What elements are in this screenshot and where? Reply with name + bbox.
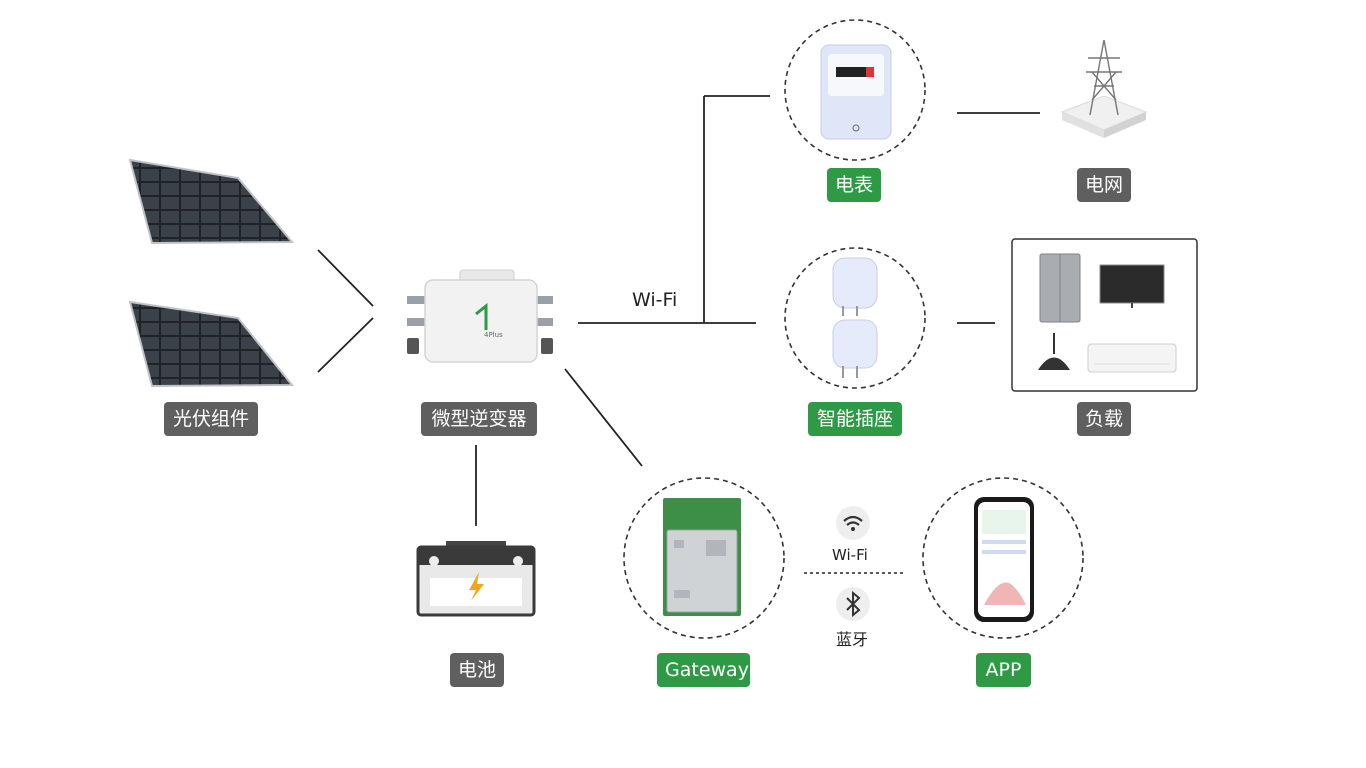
- node-label-micro-inverter: 微型逆变器: [421, 402, 537, 436]
- smartphone-icon: [974, 497, 1034, 622]
- smart-plug-icon: [832, 257, 878, 378]
- node-label-grid: 电网: [1077, 168, 1131, 202]
- smart-plug-circle: [784, 247, 926, 389]
- micro-inverter-icon: 4Plus: [407, 269, 553, 363]
- link-label-gateway-wifi: Wi-Fi: [832, 546, 868, 564]
- connector-lines: [317, 95, 1040, 574]
- node-label-app: APP: [976, 653, 1031, 687]
- air-conditioner-icon: [1087, 343, 1177, 373]
- power-tower-icon: [1060, 39, 1148, 138]
- gateway-module-icon: [663, 498, 741, 616]
- node-label-pv-modules: 光伏组件: [164, 402, 258, 436]
- node-label-gateway: Gateway: [657, 653, 750, 687]
- meter-circle: [784, 19, 926, 161]
- app-circle: [922, 477, 1084, 639]
- electric-meter-icon: [820, 44, 892, 140]
- wifi-icon: [836, 506, 870, 540]
- gateway-circle: [623, 477, 785, 639]
- solar-panel-icon: [128, 300, 295, 388]
- lamp-icon: [1038, 333, 1070, 370]
- node-label-meter: 电表: [827, 168, 881, 202]
- solar-panel-icon: [128, 158, 295, 245]
- inverter-logo-text: 4Plus: [484, 331, 503, 339]
- node-label-smart-plug: 智能插座: [808, 402, 902, 436]
- node-label-battery: 电池: [450, 653, 504, 687]
- refrigerator-icon: [1039, 253, 1081, 323]
- battery-icon: [416, 541, 536, 617]
- bluetooth-icon: [836, 587, 870, 621]
- link-label-inverter-wifi: Wi-Fi: [632, 289, 678, 311]
- node-label-load: 负载: [1077, 402, 1131, 436]
- link-label-bluetooth: 蓝牙: [836, 630, 869, 649]
- television-icon: [1099, 264, 1165, 308]
